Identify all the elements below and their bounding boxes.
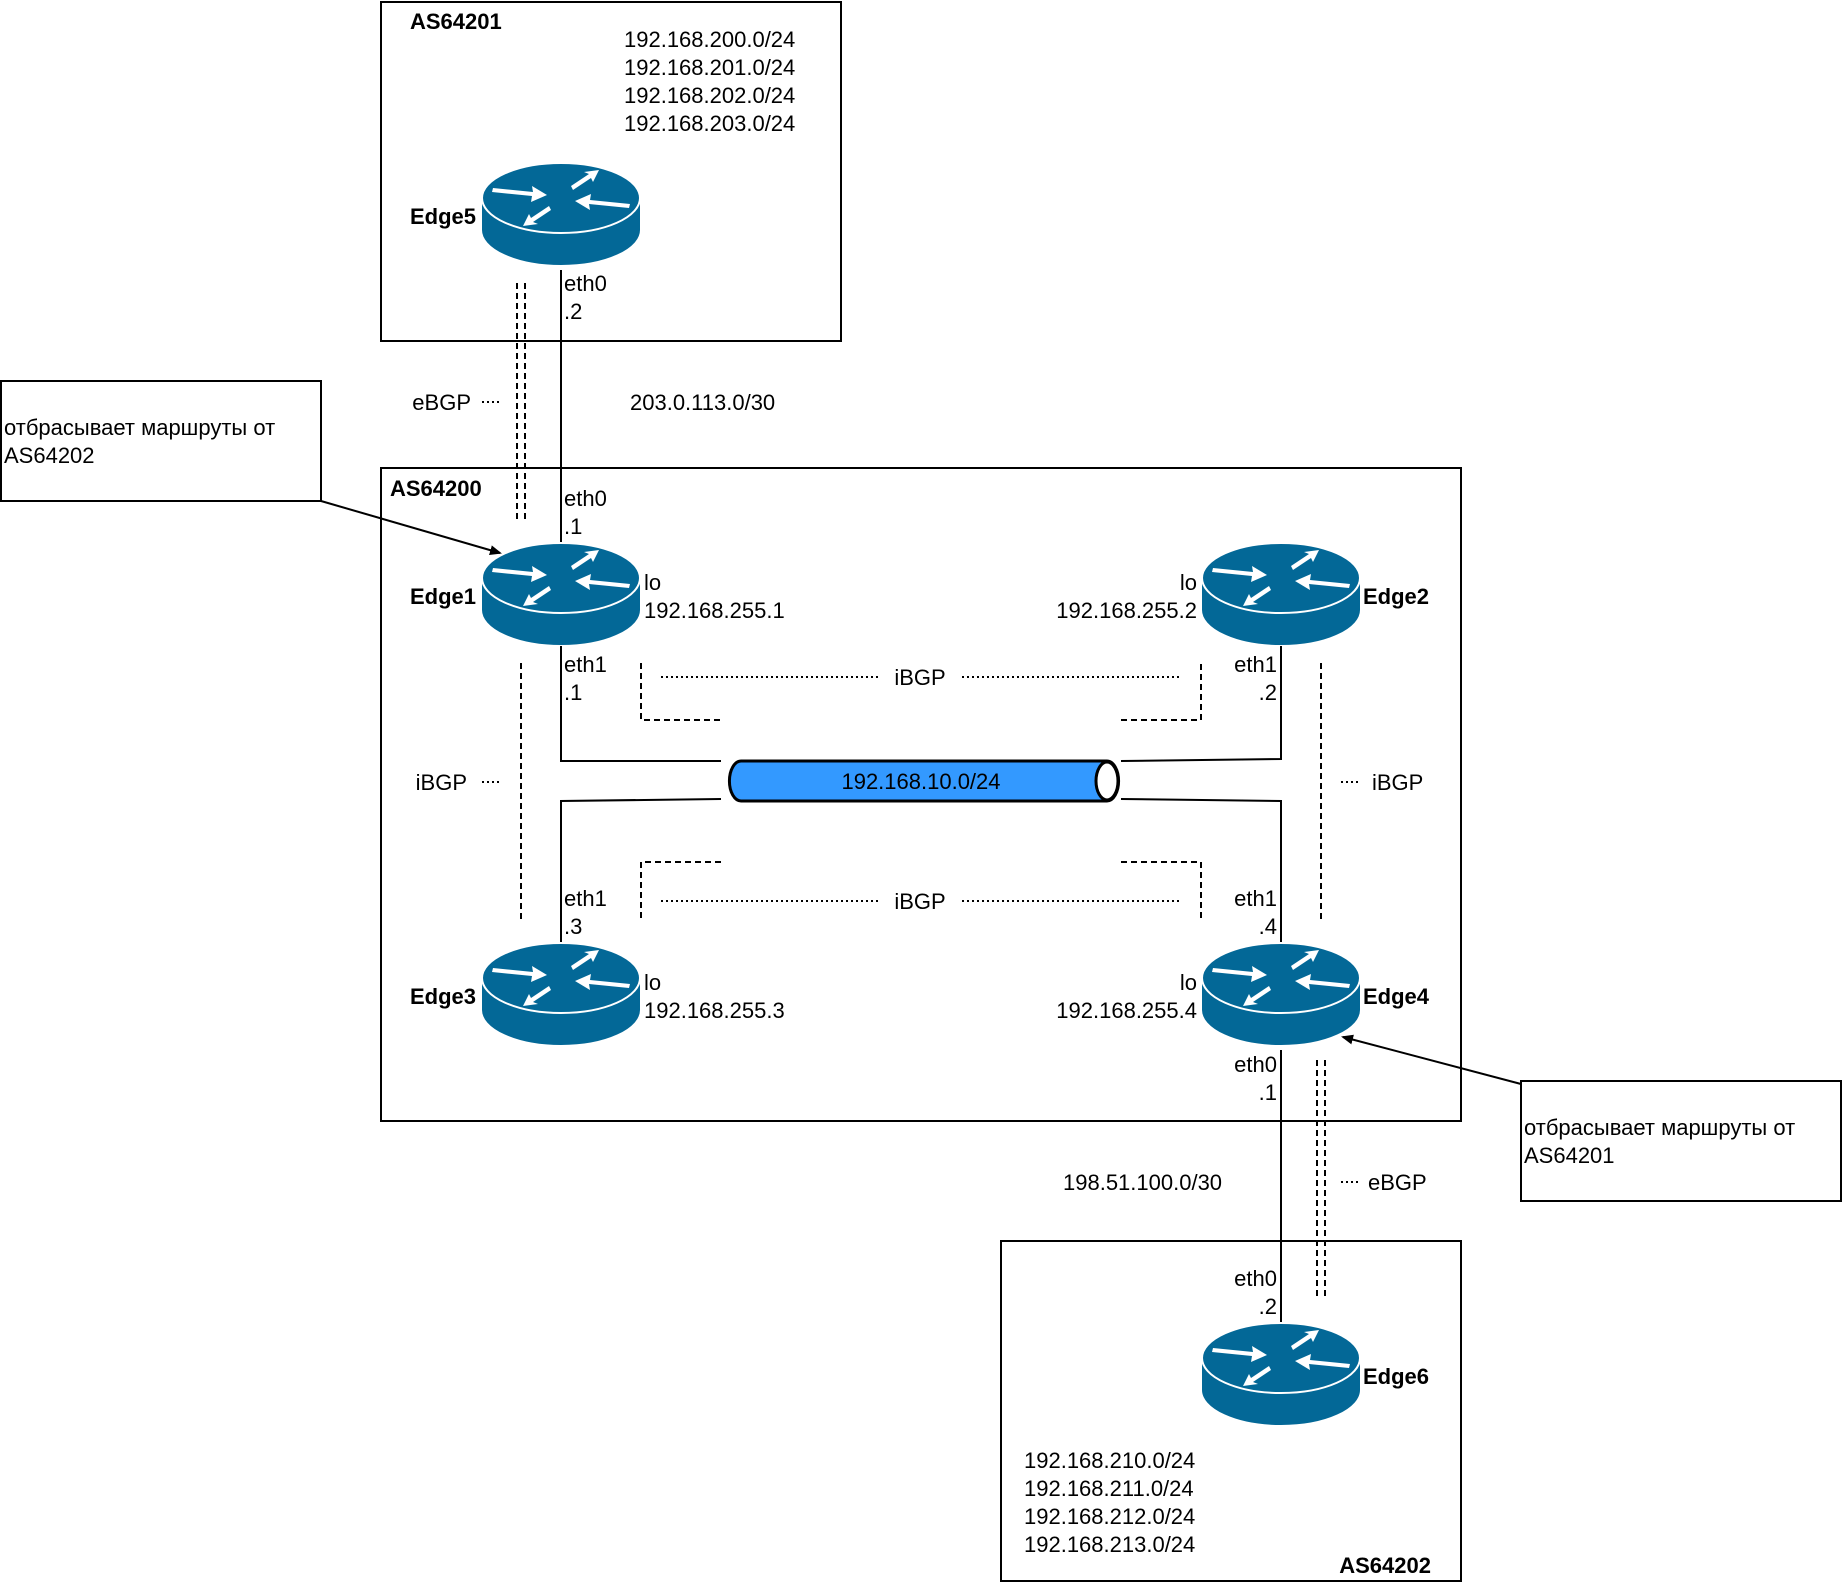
edge4-eth0-label: eth0 bbox=[1234, 1052, 1277, 1077]
bottom-subnet-label: 198.51.100.0/30 bbox=[1063, 1170, 1222, 1195]
note-right-line: отбрасывает маршруты от bbox=[1524, 1115, 1795, 1140]
link-edge3-bus bbox=[560, 798, 722, 945]
edge4-lo-ip: 192.168.255.4 bbox=[1056, 998, 1197, 1023]
as64202-network: 192.168.213.0/24 bbox=[1024, 1532, 1195, 1557]
edge2-name: Edge2 bbox=[1363, 584, 1429, 609]
edge1-lo-ip: 192.168.255.1 bbox=[644, 598, 785, 623]
edge3-lo-ip: 192.168.255.3 bbox=[644, 998, 785, 1023]
link-edge4-bus bbox=[1120, 798, 1282, 945]
router-icon-edge2 bbox=[1201, 542, 1361, 646]
as64201-network: 192.168.201.0/24 bbox=[624, 55, 795, 80]
edge1-lo-label: lo bbox=[644, 570, 661, 595]
link-edge2-bus bbox=[1120, 640, 1282, 762]
note-right-arrow bbox=[1341, 1034, 1522, 1085]
ebgp-bottom-label: eBGP bbox=[1368, 1170, 1427, 1195]
as64202-network: 192.168.210.0/24 bbox=[1024, 1448, 1195, 1473]
edge4-eth1-ip: .4 bbox=[1259, 914, 1277, 939]
edge5-eth0-label: eth0 bbox=[564, 271, 607, 296]
as64202-network: 192.168.212.0/24 bbox=[1024, 1504, 1195, 1529]
edge3-lo-label: lo bbox=[644, 970, 661, 995]
note-left-line: AS64202 bbox=[4, 443, 95, 468]
note-left-line: отбрасывает маршруты от bbox=[4, 415, 275, 440]
edge2-lo-label: lo bbox=[1180, 570, 1197, 595]
edge1-eth0-ip: .1 bbox=[564, 514, 582, 539]
edge2-eth1-ip: .2 bbox=[1259, 680, 1277, 705]
as64202-title: AS64202 bbox=[1339, 1553, 1431, 1578]
top-subnet-label: 203.0.113.0/30 bbox=[630, 390, 775, 415]
edge3-name: Edge3 bbox=[410, 984, 476, 1009]
ibgp-bottom-bracket-left bbox=[640, 861, 721, 920]
ibgp-top-label: iBGP bbox=[894, 665, 945, 690]
router-icon-edge6 bbox=[1201, 1322, 1361, 1426]
link-edge1-bus bbox=[560, 640, 721, 762]
edge2-lo-ip: 192.168.255.2 bbox=[1056, 598, 1197, 623]
as64200-box bbox=[380, 467, 1462, 1122]
as64201-box bbox=[380, 1, 842, 342]
note-right-line: AS64201 bbox=[1524, 1143, 1615, 1168]
edge5-name: Edge5 bbox=[410, 204, 476, 229]
note-left-arrow bbox=[320, 500, 502, 556]
ibgp-top-bracket-left bbox=[640, 663, 721, 721]
ibgp-bottom-label: iBGP bbox=[894, 889, 945, 914]
edge1-eth1-ip: .1 bbox=[564, 680, 582, 705]
as64201-title: AS64201 bbox=[410, 9, 502, 34]
router-icon-edge1 bbox=[481, 542, 641, 646]
edge4-eth1-label: eth1 bbox=[1234, 886, 1277, 911]
edge6-eth0-ip: .2 bbox=[1259, 1294, 1277, 1319]
as64202-network: 192.168.211.0/24 bbox=[1024, 1476, 1194, 1501]
as64200-title: AS64200 bbox=[390, 476, 482, 501]
edge5-eth0-ip: .2 bbox=[564, 299, 582, 324]
note-right-box bbox=[1520, 1080, 1842, 1202]
edge1-eth0-label: eth0 bbox=[564, 486, 607, 511]
ibgp-right-label: iBGP bbox=[1372, 770, 1423, 795]
edge4-eth0-ip: .1 bbox=[1259, 1080, 1277, 1105]
router-icon-edge3 bbox=[481, 942, 641, 1046]
edge3-eth1-label: eth1 bbox=[564, 886, 607, 911]
ibgp-top-bracket-right bbox=[1121, 663, 1202, 721]
edge3-eth1-ip: .3 bbox=[564, 914, 582, 939]
edge4-name: Edge4 bbox=[1363, 984, 1430, 1009]
ibgp-bottom-bracket-right bbox=[1121, 861, 1202, 920]
as64201-network: 192.168.203.0/24 bbox=[624, 111, 795, 136]
edge6-eth0-label: eth0 bbox=[1234, 1266, 1277, 1291]
edge1-eth1-label: eth1 bbox=[564, 652, 607, 677]
ebgp-top-label: eBGP bbox=[412, 390, 471, 415]
bus-192-168-10 bbox=[727, 759, 1121, 803]
edge2-eth1-label: eth1 bbox=[1234, 652, 1277, 677]
router-icon-edge4 bbox=[1201, 942, 1361, 1046]
bus-subnet-label: 192.168.10.0/24 bbox=[841, 769, 1000, 794]
as64202-box bbox=[1000, 1240, 1462, 1582]
note-left-box bbox=[0, 380, 322, 502]
edge4-lo-label: lo bbox=[1180, 970, 1197, 995]
edge1-name: Edge1 bbox=[410, 584, 476, 609]
router-icon-edge5 bbox=[481, 162, 641, 266]
edge6-name: Edge6 bbox=[1363, 1364, 1429, 1389]
as64201-network: 192.168.202.0/24 bbox=[624, 83, 795, 108]
as64201-network: 192.168.200.0/24 bbox=[624, 27, 795, 52]
ibgp-left-label: iBGP bbox=[416, 770, 467, 795]
